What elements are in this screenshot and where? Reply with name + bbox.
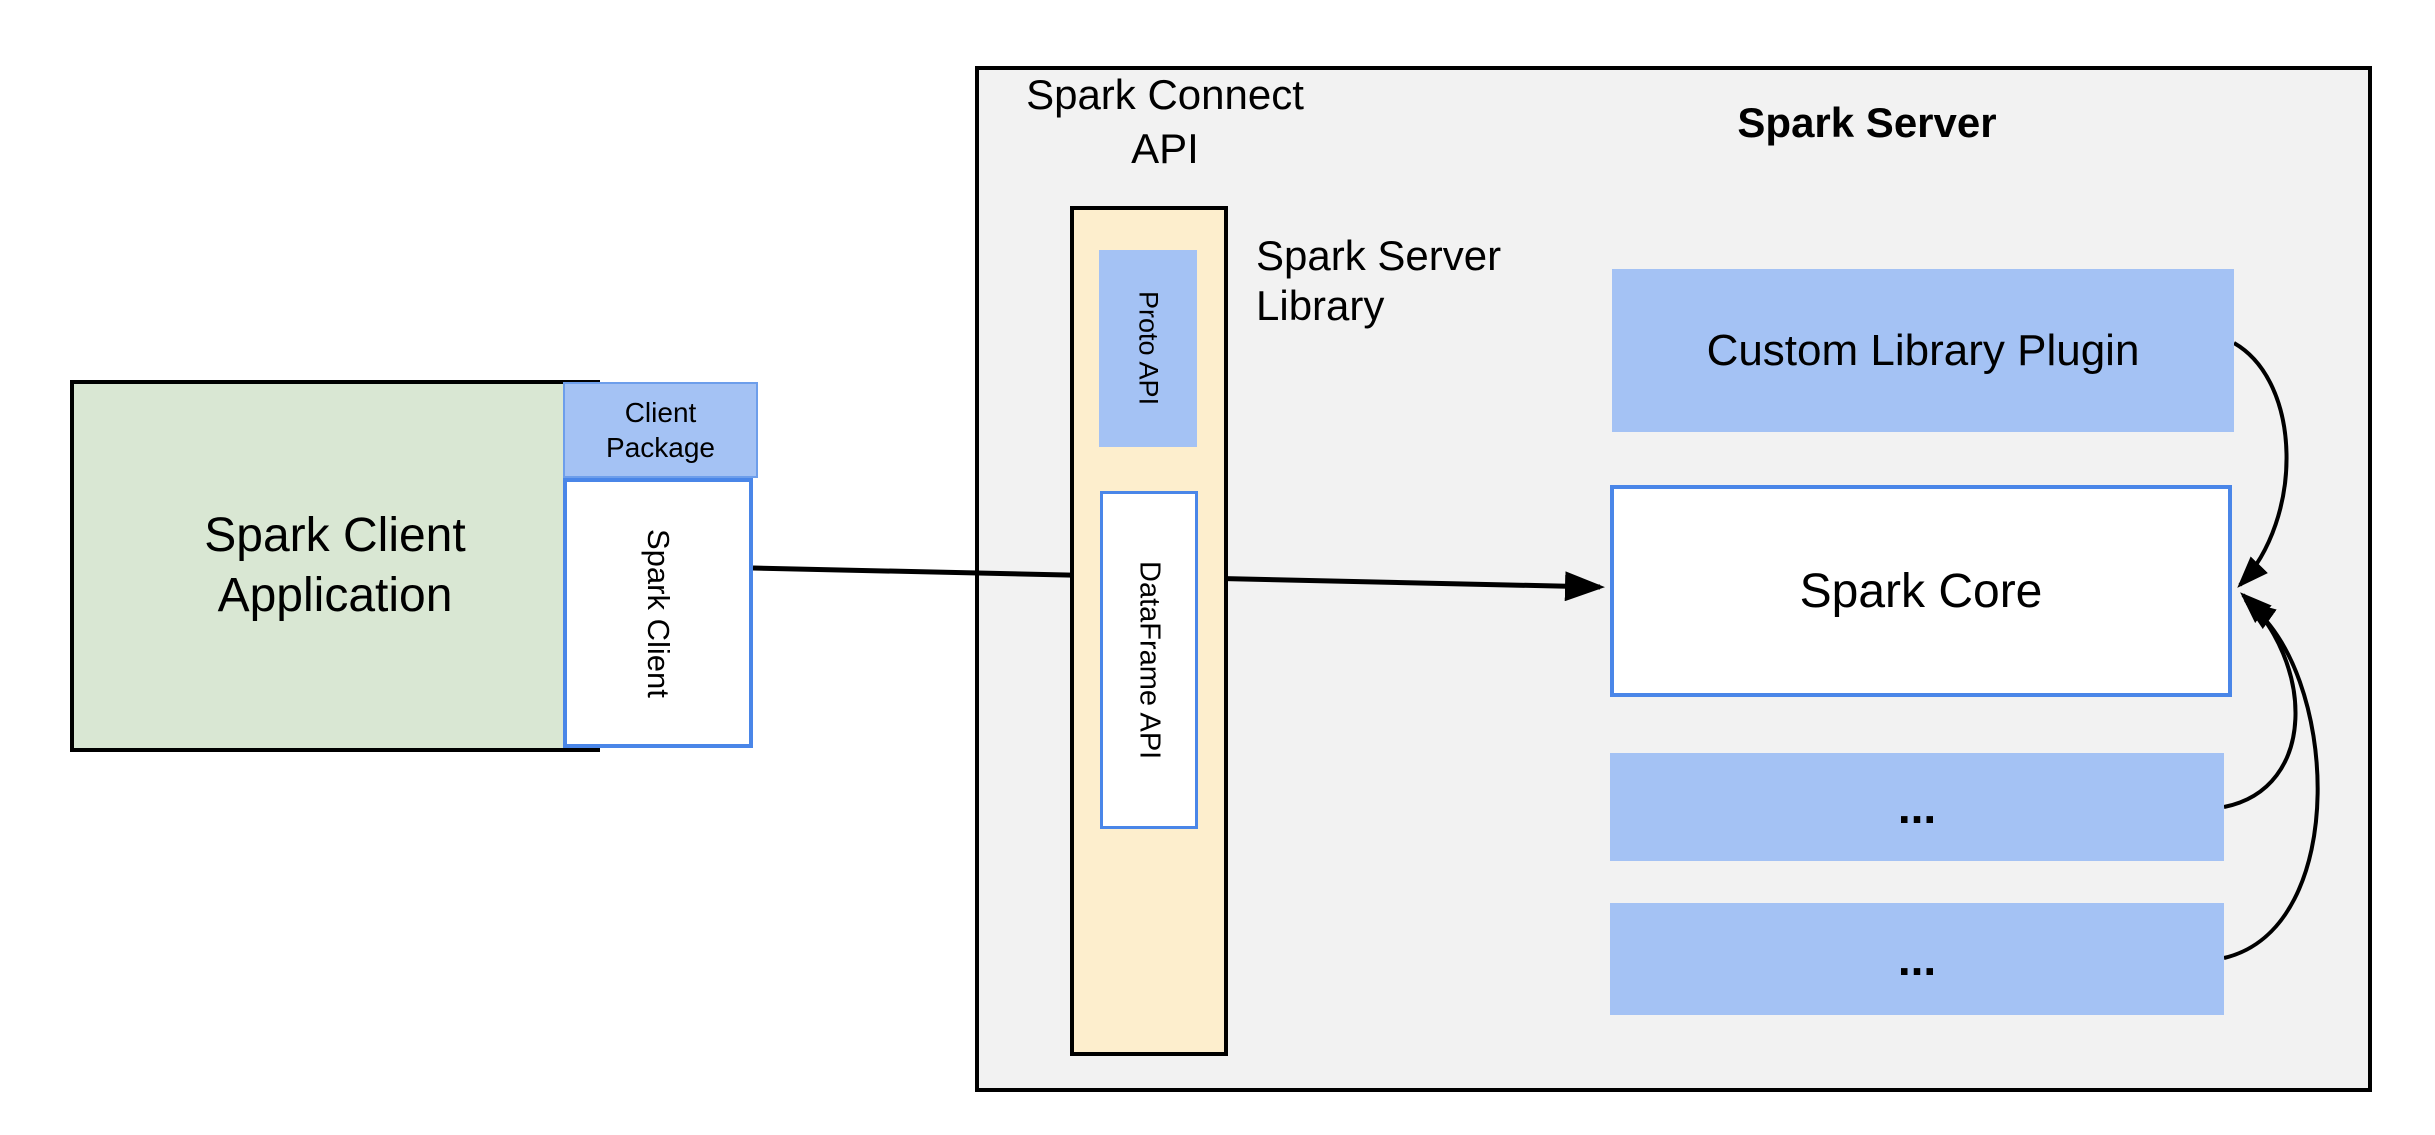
spark-client-application-label-line1: Spark Client (204, 509, 466, 562)
dataframe-api-box: DataFrame API (1100, 491, 1198, 829)
plugin-slot-1-label: ... (1897, 781, 1937, 833)
proto-api-label: Proto API (1133, 291, 1164, 406)
spark-server-title: Spark Server (1737, 99, 1997, 146)
spark-client-label: Spark Client (641, 528, 676, 698)
client-package-label-line2: Package (606, 432, 715, 463)
spark-connect-api-label-line1: Spark Connect (1026, 71, 1304, 118)
plugin-slot-box-1: ... (1610, 753, 2224, 861)
spark-connect-api-label-line2: API (1131, 125, 1199, 172)
client-package-label-line1: Client (624, 397, 697, 428)
spark-server-library-label-line2: Library (1256, 282, 1385, 329)
spark-client-box: Spark Client (563, 478, 753, 748)
dataframe-api-label: DataFrame API (1133, 560, 1166, 760)
spark-server-library-label-line1: Spark Server (1256, 232, 1502, 279)
spark-client-application-box: Spark Client Application (70, 380, 600, 752)
custom-library-plugin-box: Custom Library Plugin (1612, 269, 2234, 432)
spark-connect-api-label: Spark Connect API (1000, 68, 1330, 176)
spark-server-library-label: Spark Server Library (1256, 231, 1586, 331)
spark-client-application-label-line2: Application (217, 569, 453, 622)
client-package-box: Client Package (563, 382, 758, 478)
custom-library-plugin-label: Custom Library Plugin (1706, 325, 2140, 375)
spark-core-label: Spark Core (1799, 564, 2043, 618)
proto-api-box: Proto API (1099, 250, 1197, 447)
spark-core-box: Spark Core (1610, 485, 2232, 697)
plugin-slot-box-2: ... (1610, 903, 2224, 1015)
plugin-slot-2-label: ... (1897, 933, 1937, 985)
